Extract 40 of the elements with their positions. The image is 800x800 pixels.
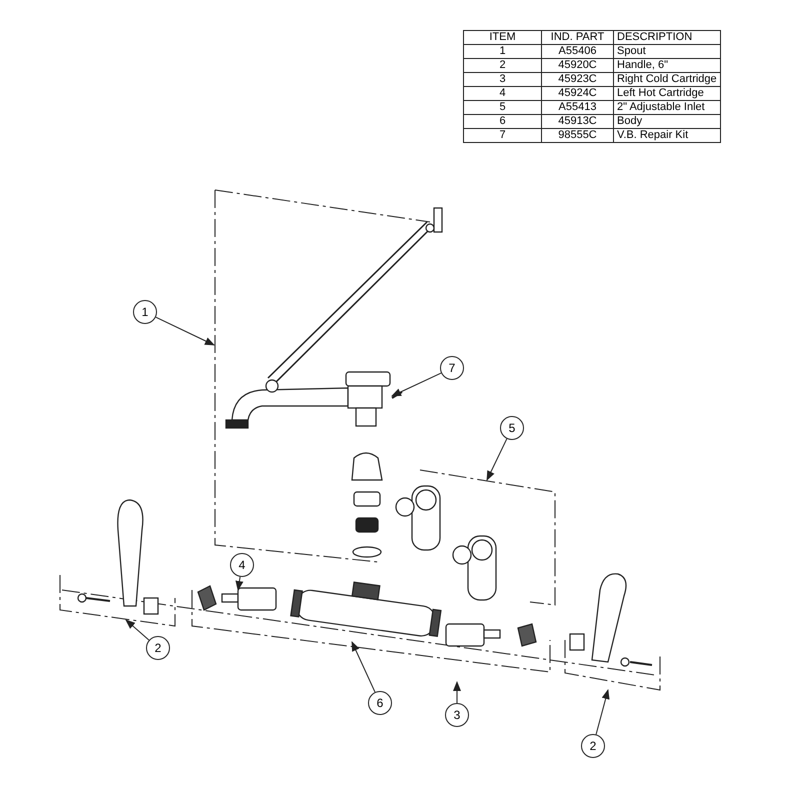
table-cell: 45920C (541, 58, 613, 72)
table-cell: Spout (613, 44, 720, 58)
table-cell: Handle, 6" (613, 58, 720, 72)
table-cell: 45923C (541, 72, 613, 86)
table-cell: 6 (464, 114, 541, 128)
table-cell: 4 (464, 86, 541, 100)
callout-number: 1 (133, 300, 157, 324)
leader-line (125, 619, 150, 641)
callout-number: 7 (440, 356, 464, 380)
table-cell: Right Cold Cartridge (613, 72, 720, 86)
leader-line (486, 438, 508, 481)
callout-number: 2 (146, 636, 170, 660)
callout-number: 2 (581, 734, 605, 758)
table-cell: 45924C (541, 86, 613, 100)
leader-line (155, 316, 215, 346)
table-cell: A55413 (541, 100, 613, 114)
callout-number: 4 (230, 553, 254, 577)
table-cell: 3 (464, 72, 541, 86)
leader-line (453, 681, 461, 704)
leader-line (352, 641, 376, 693)
table-cell: 45913C (541, 114, 613, 128)
table-cell: V.B. Repair Kit (613, 128, 720, 142)
table-cell: 7 (464, 128, 541, 142)
table-cell: 5 (464, 100, 541, 114)
table-cell: Body (613, 114, 720, 128)
table-cell: 98555C (541, 128, 613, 142)
table-header-cell: DESCRIPTION (613, 31, 720, 44)
table-cell: 2 (464, 58, 541, 72)
table-header-cell-text: ITEM (488, 31, 517, 44)
leader-line (391, 372, 442, 396)
leader-line (235, 576, 244, 591)
callout-number: 6 (368, 691, 392, 715)
callout-number: 3 (445, 703, 469, 727)
table-cell: Left Hot Cartridge (613, 86, 720, 100)
table-cell: 2" Adjustable Inlet (613, 100, 720, 114)
leader-line (596, 689, 610, 735)
table-cell: A55406 (541, 44, 613, 58)
table-header-cell: IND. PART (541, 31, 613, 44)
table-cell: 1 (464, 44, 541, 58)
callout-number: 5 (500, 416, 524, 440)
